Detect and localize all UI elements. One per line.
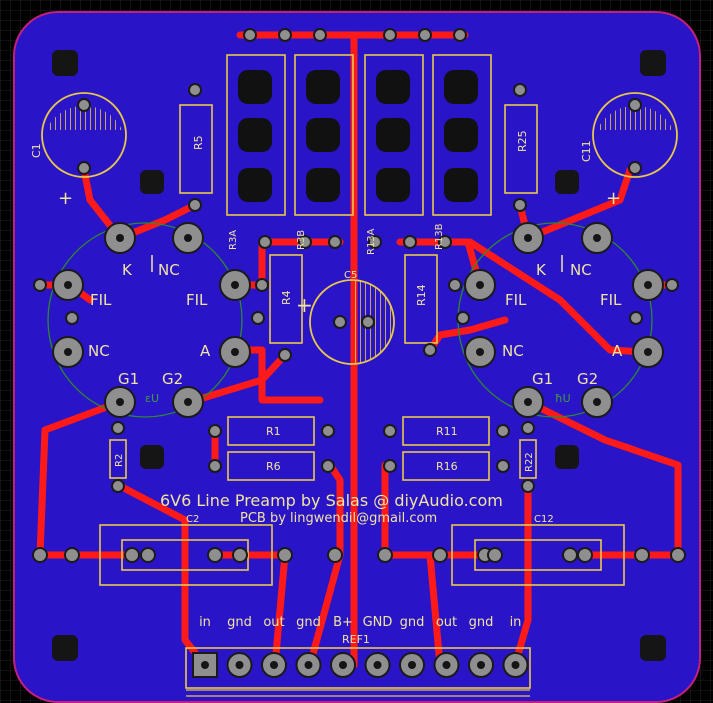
pin-label-a-right: A	[612, 342, 623, 360]
trace-k-r5	[116, 201, 199, 242]
resistor-r5: R5	[179, 83, 213, 212]
label-c2: C2	[186, 514, 199, 525]
label-ref1: REF1	[342, 633, 370, 646]
pin-label-k-right: K	[536, 261, 547, 279]
connector-pin-label-1: gnd	[227, 615, 252, 630]
pin-label-fil-l2: FIL	[186, 291, 208, 309]
pin-label-nc-top-right: NC	[570, 261, 592, 279]
label-r1: R1	[266, 425, 281, 438]
board-title: 6V6 Line Preamp by Salas @ diyAudio.com	[160, 491, 503, 510]
pin-label-nc-left: NC	[88, 342, 110, 360]
label-c1: C1	[30, 143, 43, 158]
pin-label-nc-top-left: NC	[158, 261, 180, 279]
label-c11: C11	[580, 140, 593, 162]
capacitor-c11: C11 +	[580, 92, 678, 209]
mounting-pads	[52, 50, 666, 661]
trace-c11-k	[524, 166, 634, 242]
polarity-plus-c11: +	[606, 188, 621, 209]
label-r3a: R3A	[228, 230, 239, 250]
resistor-r11: R11	[383, 416, 510, 446]
resistor-r1: R1	[208, 416, 335, 446]
connector-pin-label-5: GND	[363, 615, 393, 630]
connector-pin-hole-6	[408, 661, 416, 669]
trace-g1-left	[36, 398, 124, 559]
connector-pin-label-3: gnd	[296, 615, 321, 630]
tube-socket-right: K NC FIL FIL NC A G1 G2 ħU	[448, 222, 679, 418]
connector-pin-hole-3	[304, 661, 313, 669]
trace-out-right	[381, 461, 444, 669]
resistor-r16: R16	[383, 451, 510, 481]
pin-label-k-left: K	[122, 261, 133, 279]
connector-pin-label-6: gnd	[400, 615, 425, 630]
connector-pin-hole-9	[511, 661, 520, 669]
connector-pin-label-8: gnd	[469, 615, 494, 630]
connector-pin-pad-0	[192, 652, 218, 678]
label-r16: R16	[436, 460, 458, 473]
resistor-r2: R2	[109, 421, 127, 493]
pin-label-g1-right: G1	[532, 370, 553, 388]
label-r3b: R3B	[296, 230, 307, 250]
connector-pin-hole-4	[339, 661, 347, 669]
polarity-plus-c1: +	[58, 188, 73, 209]
pin-label-fil-r1: FIL	[505, 291, 527, 309]
pin-label-nc-right: NC	[502, 342, 524, 360]
connector-pin-hole-1	[235, 661, 244, 669]
trace-out-left	[271, 551, 289, 669]
label-r14: R14	[415, 284, 428, 306]
polarity-plus-c5: +	[296, 293, 313, 317]
connector-pin-hole-7	[442, 661, 451, 669]
trace-c1-k	[80, 166, 124, 242]
trace-gnd-left	[306, 461, 344, 669]
label-r2: R2	[114, 454, 125, 467]
pin-label-g1-left: G1	[118, 370, 139, 388]
connector-pin-label-7: out	[436, 615, 457, 630]
label-r22: R22	[524, 452, 535, 472]
connector-pin-hole-0	[201, 661, 209, 669]
trace-g1-right	[524, 398, 682, 559]
label-r6: R6	[266, 460, 281, 473]
connector-pin-hole-8	[477, 661, 485, 669]
pin-label-fil-l1: FIL	[90, 291, 112, 309]
label-r25: R25	[516, 130, 529, 152]
pin-label-a-left: A	[200, 342, 211, 360]
large-capacitor-bank	[226, 28, 492, 249]
capacitor-c5: C5 +	[296, 270, 395, 365]
capacitor-c1: C1 +	[30, 92, 127, 209]
pin-label-u-left: ɛU	[145, 392, 159, 405]
resistor-r4: R4	[269, 254, 303, 362]
board-subtitle: PCB by lingwendil@gmail.com	[240, 511, 437, 526]
trace-a-right	[466, 238, 649, 356]
pin-label-g2-left: G2	[162, 370, 183, 388]
label-r5: R5	[192, 135, 205, 150]
resistor-r6: R6	[208, 451, 335, 481]
resistor-r22: R22	[519, 421, 537, 493]
connector-pin-hole-2	[270, 661, 278, 669]
connector-pin-label-0: in	[199, 615, 211, 630]
resistor-r25: R25	[504, 83, 538, 212]
capacitor-c12: C12	[377, 514, 686, 586]
trace-r4-g2	[186, 351, 289, 406]
label-r11: R11	[436, 425, 458, 438]
pin-label-fil-r2: FIL	[600, 291, 622, 309]
resistor-r14: R14	[404, 254, 438, 357]
label-c12: C12	[534, 514, 554, 525]
tube-socket-left: K NC FIL FIL NC A G1 G2 ɛU	[33, 222, 269, 418]
connector-pin-hole-5	[373, 661, 382, 669]
pin-label-u-right: ħU	[555, 392, 571, 405]
label-r13a: R13A	[366, 228, 377, 255]
connector-pin-label-9: in	[510, 615, 522, 630]
connector-pin-label-2: out	[263, 615, 284, 630]
label-r13b: R13B	[434, 223, 445, 250]
label-c5: C5	[344, 270, 357, 281]
trace-in-right	[511, 481, 532, 669]
pin-label-g2-right: G2	[577, 370, 598, 388]
capacitor-c2: C2	[32, 514, 343, 586]
connector-pin-label-4: B+	[333, 615, 353, 630]
label-r4: R4	[280, 290, 293, 305]
